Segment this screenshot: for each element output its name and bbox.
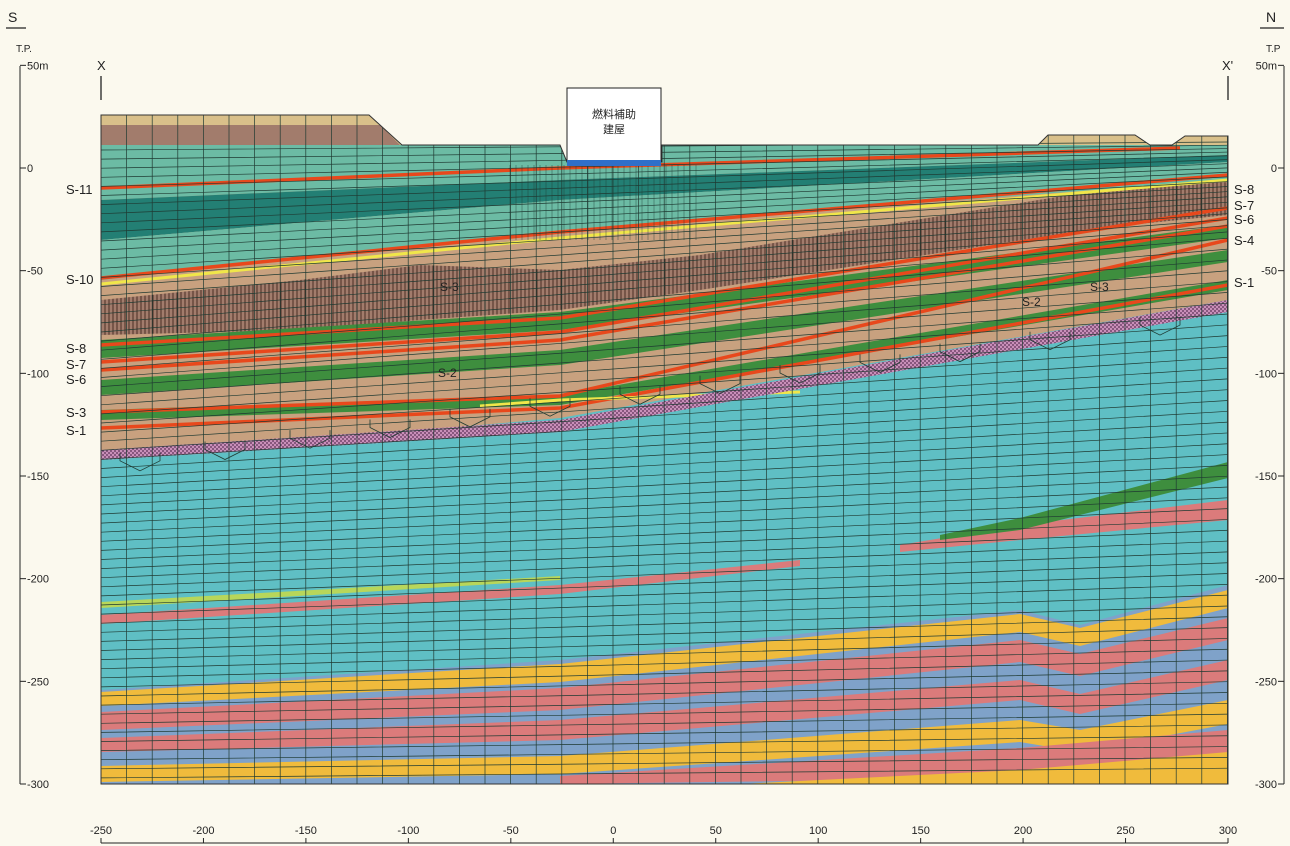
mid-pink-band-right bbox=[900, 500, 1228, 552]
right-y-tick: -200 bbox=[1255, 574, 1277, 586]
key-layer-label-left: S-8 bbox=[66, 341, 86, 356]
left-datum: T.P. bbox=[16, 44, 32, 55]
x-tick: 200 bbox=[1014, 825, 1032, 837]
key-layer-label-left: S-7 bbox=[66, 357, 86, 372]
green-band-2 bbox=[101, 250, 1228, 395]
key-layer-label-right: S-6 bbox=[1234, 212, 1254, 227]
key-layer-label-left: S-10 bbox=[66, 272, 93, 287]
x-tick: -200 bbox=[192, 825, 214, 837]
right-datum: T.P bbox=[1266, 44, 1281, 55]
x-tick: 250 bbox=[1116, 825, 1134, 837]
key-layer-label-left: S-3 bbox=[66, 405, 86, 420]
unconformity-layer bbox=[101, 300, 1228, 460]
fem-mesh bbox=[101, 115, 1228, 784]
section-outline bbox=[100, 114, 1229, 785]
left-y-tick: -100 bbox=[27, 368, 49, 380]
key-layer-label-right: S-1 bbox=[1234, 275, 1254, 290]
x-tick: 0 bbox=[610, 825, 616, 837]
left-direction: S bbox=[8, 9, 17, 25]
left-y-tick: 0 bbox=[27, 163, 33, 175]
building-label-line2: 建屋 bbox=[603, 122, 625, 136]
pile-markers bbox=[119, 317, 1181, 472]
right-y-tick: -100 bbox=[1255, 368, 1277, 380]
section-body bbox=[101, 115, 1228, 784]
building-foundation bbox=[567, 160, 661, 166]
inner-layer-labels: S-3S-2S-2S-3 bbox=[438, 280, 1109, 380]
key-layer-label-right: S-8 bbox=[1234, 182, 1254, 197]
left-y-tick: 50m bbox=[27, 60, 48, 72]
mid-green-band-right bbox=[940, 462, 1228, 540]
key-layer-label-left: S-1 bbox=[66, 423, 86, 438]
right-y-tick: -150 bbox=[1255, 471, 1277, 483]
section-mark-right: X' bbox=[1222, 58, 1233, 73]
x-tick: -250 bbox=[90, 825, 112, 837]
key-layer-label-left: S-11 bbox=[66, 182, 93, 197]
left-y-axis: 50m 0 -50 -100 -150 -200 -250 -300 bbox=[19, 60, 49, 791]
left-y-tick: -250 bbox=[27, 676, 49, 688]
key-layer-labels-right: S-8S-7S-6S-4S-1 bbox=[1234, 182, 1254, 290]
right-y-tick: 50m bbox=[1256, 60, 1277, 72]
right-y-tick: -250 bbox=[1255, 676, 1277, 688]
x-tick: -150 bbox=[295, 825, 317, 837]
key-layer-labels-left: S-11S-10S-8S-7S-6S-3S-1 bbox=[66, 182, 93, 438]
inner-layer-label: S-3 bbox=[1090, 280, 1109, 294]
x-tick: 300 bbox=[1219, 825, 1237, 837]
upper-teal-dark bbox=[101, 155, 1228, 240]
right-y-tick: 0 bbox=[1271, 163, 1277, 175]
right-y-tick: -300 bbox=[1255, 779, 1277, 791]
right-y-axis: 50m 0 -50 -100 -150 -200 -250 -300 bbox=[1255, 60, 1285, 791]
x-tick: 50 bbox=[710, 825, 722, 837]
inner-layer-label: S-2 bbox=[438, 366, 457, 380]
inner-layer-label: S-3 bbox=[440, 280, 459, 294]
left-y-tick: -200 bbox=[27, 574, 49, 586]
mid-lime-band bbox=[101, 576, 560, 608]
x-tick: 100 bbox=[809, 825, 827, 837]
lower-gold-band-3 bbox=[700, 752, 1228, 784]
left-y-tick: -50 bbox=[27, 266, 43, 278]
x-tick: -100 bbox=[397, 825, 419, 837]
building-label-line1: 燃料補助 bbox=[592, 107, 636, 121]
left-y-tick: -150 bbox=[27, 471, 49, 483]
section-mark-left: X bbox=[97, 58, 106, 73]
key-layer-label-right: S-7 bbox=[1234, 198, 1254, 213]
right-y-tick: -50 bbox=[1261, 266, 1277, 278]
right-direction: N bbox=[1266, 9, 1276, 25]
fuel-building bbox=[566, 87, 662, 163]
x-axis: -250 -200 -150 -100 -50 0 50 100 150 200 250 300 bbox=[90, 825, 1237, 844]
left-y-tick: -300 bbox=[27, 779, 49, 791]
inner-layer-label: S-2 bbox=[1022, 295, 1041, 309]
x-tick: 150 bbox=[911, 825, 929, 837]
key-layer-label-right: S-4 bbox=[1234, 233, 1254, 248]
key-layer-label-left: S-6 bbox=[66, 372, 86, 387]
x-tick: -50 bbox=[503, 825, 519, 837]
